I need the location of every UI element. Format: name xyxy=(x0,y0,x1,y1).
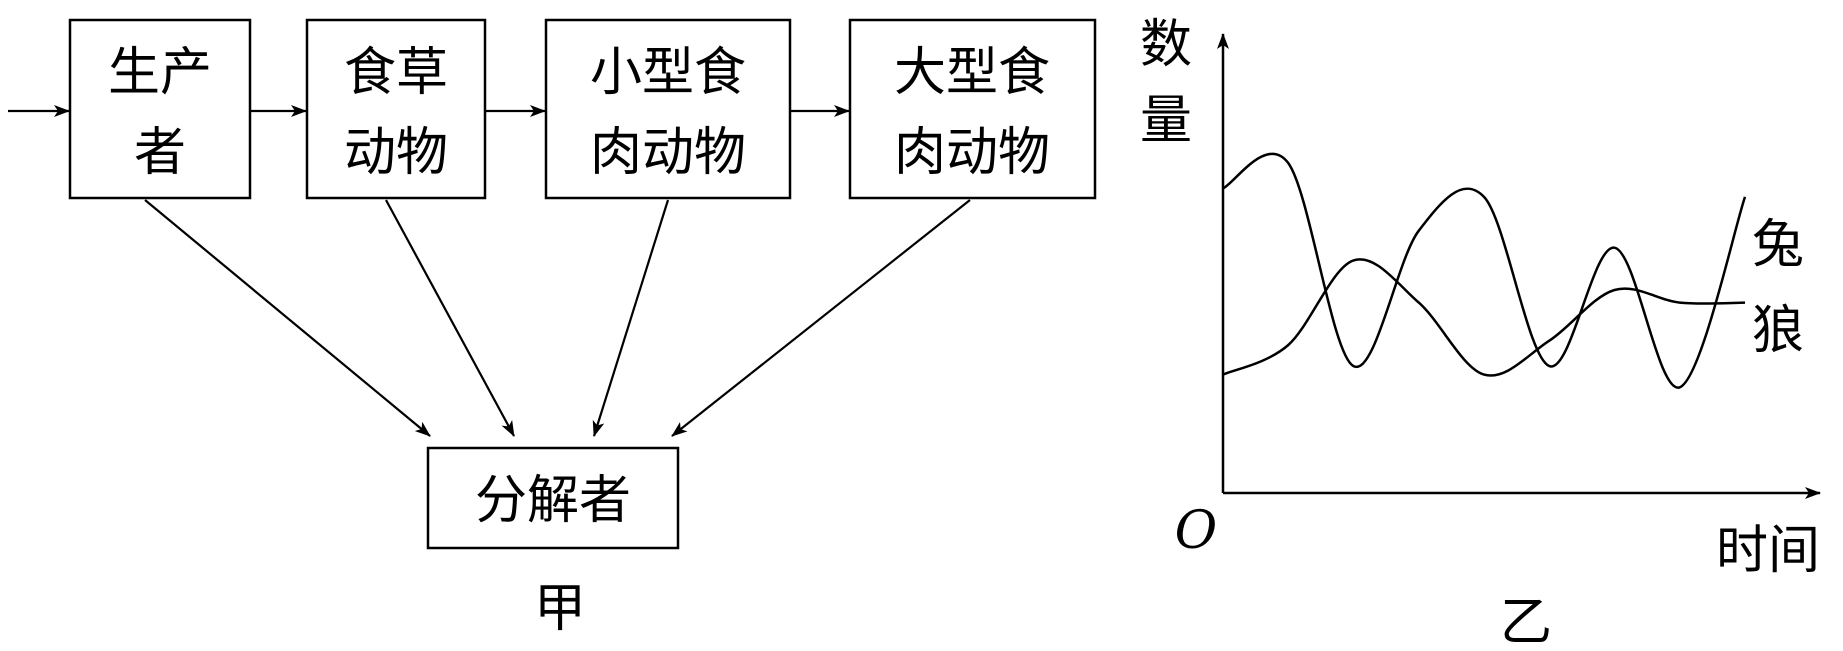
large-carnivore-label-line2: 肉动物 xyxy=(894,123,1050,183)
series-rabbit-line xyxy=(1222,152,1747,389)
herbivore-label-line1: 食草 xyxy=(344,43,448,103)
arrow-small-carnivore-to-decomposer xyxy=(592,199,670,437)
diagram-caption-jia: 甲 xyxy=(534,579,586,639)
origin-label: O xyxy=(1175,501,1218,561)
decomposer-box: 分解者 xyxy=(426,446,680,550)
large-carnivore-label-line1: 大型食 xyxy=(894,43,1050,103)
population-chart: 数 量 时间 O 兔 狼 乙 xyxy=(1140,15,1821,651)
x-axis-label: 时间 xyxy=(1716,521,1820,581)
herbivore-box: 食草 动物 xyxy=(305,18,487,200)
arrow-producer-to-decomposer xyxy=(144,199,431,437)
small-carnivore-label-line1: 小型食 xyxy=(590,43,746,103)
series-wolf-line xyxy=(1222,258,1746,377)
y-axis-label-char2: 量 xyxy=(1140,91,1192,151)
small-carnivore-box: 小型食 肉动物 xyxy=(544,18,792,200)
food-chain-diagram: 生产 者 食草 动物 小型食 肉动物 大型食 肉动物 分解者 xyxy=(8,18,1097,639)
large-carnivore-box: 大型食 肉动物 xyxy=(848,18,1097,200)
decomposer-label: 分解者 xyxy=(475,471,631,531)
producer-label-line2: 者 xyxy=(134,123,186,183)
producer-box: 生产 者 xyxy=(68,18,252,200)
arrow-herbivore-to-decomposer xyxy=(385,199,515,437)
producer-label-line1: 生产 xyxy=(108,43,212,103)
y-axis-label-char1: 数 xyxy=(1140,15,1192,75)
series-rabbit-label: 兔 xyxy=(1752,215,1804,275)
chart-caption-yi: 乙 xyxy=(1500,593,1552,651)
small-carnivore-label-line2: 肉动物 xyxy=(590,123,746,183)
series-wolf-label: 狼 xyxy=(1752,301,1804,361)
herbivore-label-line2: 动物 xyxy=(344,123,448,183)
arrow-large-carnivore-to-decomposer xyxy=(671,199,971,437)
